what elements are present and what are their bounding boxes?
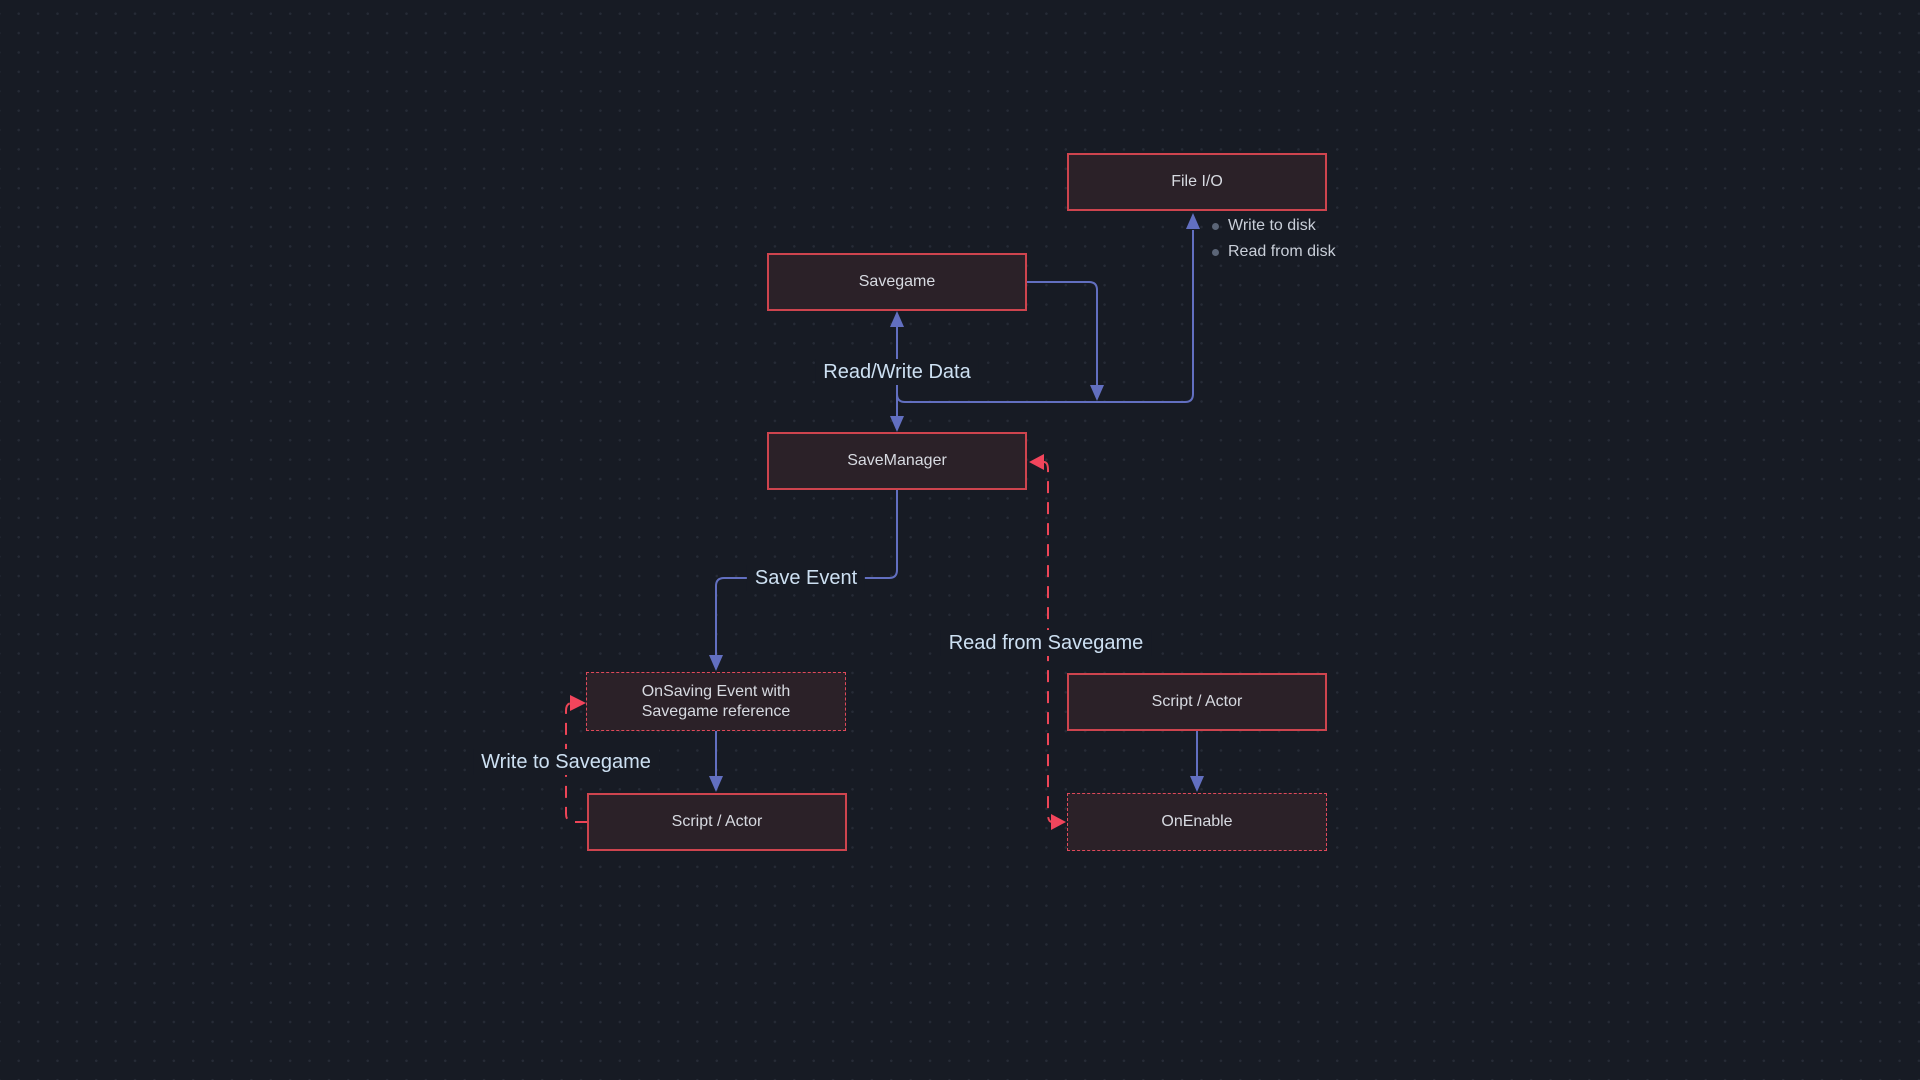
fileio-bullet-list[interactable]: Write to disk Read from disk [1212,216,1336,262]
bullet-dot-icon [1212,248,1219,256]
edge-scriptactor-write-onsaving[interactable] [565,695,587,823]
arrowhead-down-onenable [1190,776,1204,792]
bullet-dot-icon [1212,222,1219,230]
edge-savemanager-read-onenable[interactable] [1029,454,1066,830]
arrowhead-down-savemanager [890,416,904,432]
bullet-row-read-from-disk: Read from disk [1212,242,1336,262]
node-file-io[interactable]: File I/O [1067,153,1327,211]
arrowhead-right-onenable [1051,814,1066,830]
bullet-text-write-to-disk: Write to disk [1228,217,1316,234]
arrowhead-down-scriptactor-left [709,776,723,792]
edge-scriptactor-onenable[interactable] [1190,731,1204,792]
node-onsaving-label-line2: Savegame reference [641,702,791,720]
edge-label-read-write-data[interactable]: Read/Write Data [815,359,979,385]
node-onenable[interactable]: OnEnable [1067,793,1327,851]
node-savemanager[interactable]: SaveManager [767,432,1027,490]
node-onenable-label: OnEnable [1161,813,1233,830]
node-savegame[interactable]: Savegame [767,253,1027,311]
node-script-actor-left-label: Script / Actor [671,813,763,830]
arrowhead-right-onsaving [570,695,586,711]
node-onsaving-label-line1: OnSaving Event with [641,682,791,700]
edge-label-write-to-savegame[interactable]: Write to Savegame [473,749,659,775]
node-savemanager-label: SaveManager [847,452,947,469]
node-savegame-label: Savegame [858,273,936,290]
bullet-text-read-from-disk: Read from disk [1228,243,1336,260]
edge-savegame-junction[interactable] [1027,281,1104,401]
arrowhead-up-savegame [890,311,904,327]
node-script-actor-left[interactable]: Script / Actor [587,793,847,851]
bullet-row-write-to-disk: Write to disk [1212,216,1336,236]
node-file-io-label: File I/O [1171,173,1223,190]
edge-label-read-from-savegame[interactable]: Read from Savegame [940,630,1152,656]
arrowhead-left-savemanager [1029,454,1044,470]
arrowhead-up-fileio [1186,213,1200,229]
edge-label-save-event[interactable]: Save Event [746,565,866,591]
node-script-actor-right-label: Script / Actor [1151,693,1243,710]
edge-onsaving-scriptactor[interactable] [709,731,723,792]
arrowhead-down-junction [1090,385,1104,401]
arrowhead-down-onsaving [709,655,723,671]
node-onsaving-event[interactable]: OnSaving Event with Savegame reference [586,672,846,731]
node-script-actor-right[interactable]: Script / Actor [1067,673,1327,731]
edge-junction-fileio[interactable] [896,213,1200,403]
